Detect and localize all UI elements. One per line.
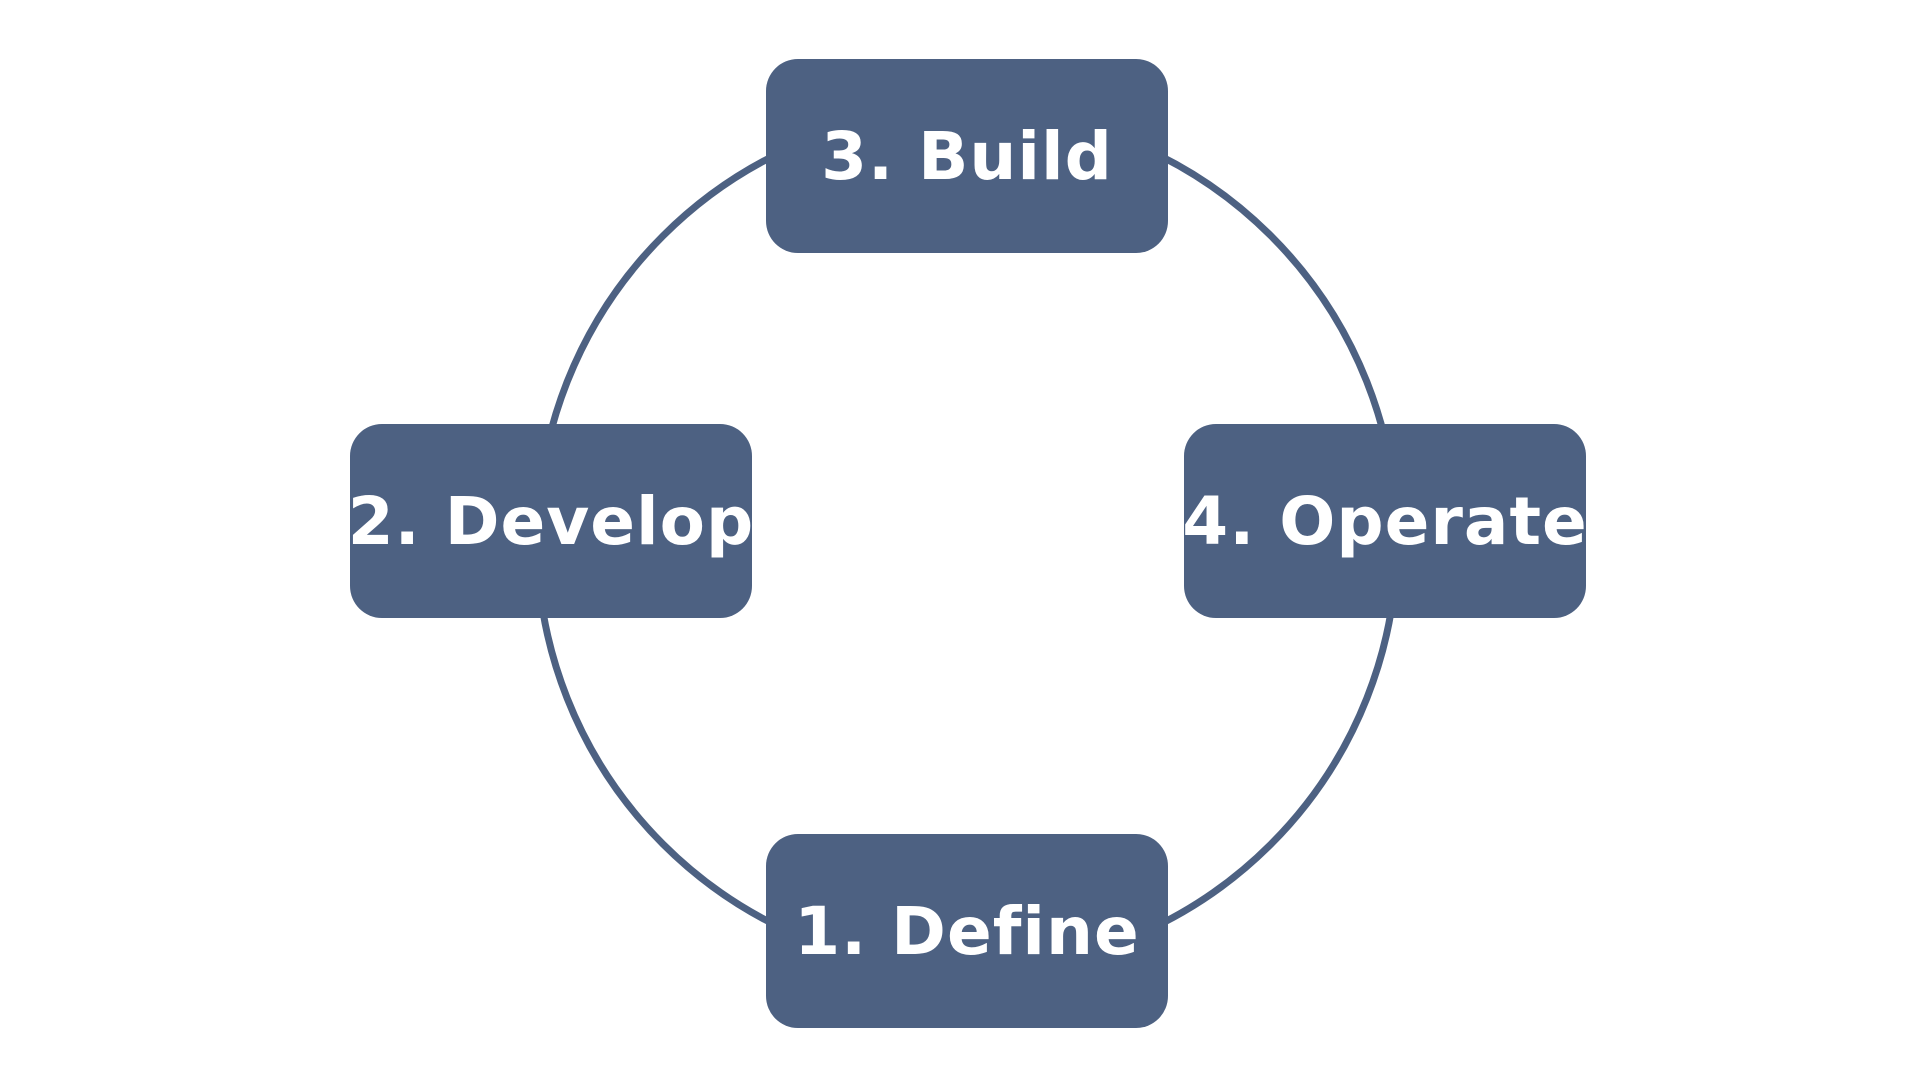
stage-build-box: 3. Build [766,59,1168,253]
stage-operate-label: 4. Operate [1182,482,1588,560]
stage-define-label: 1. Define [794,892,1140,970]
stage-develop-label: 2. Develop [347,482,755,560]
stage-define-box: 1. Define [766,834,1168,1028]
stage-develop-box: 2. Develop [347,424,755,618]
stage-operate-box: 4. Operate [1182,424,1588,618]
stage-build-label: 3. Build [821,117,1113,195]
